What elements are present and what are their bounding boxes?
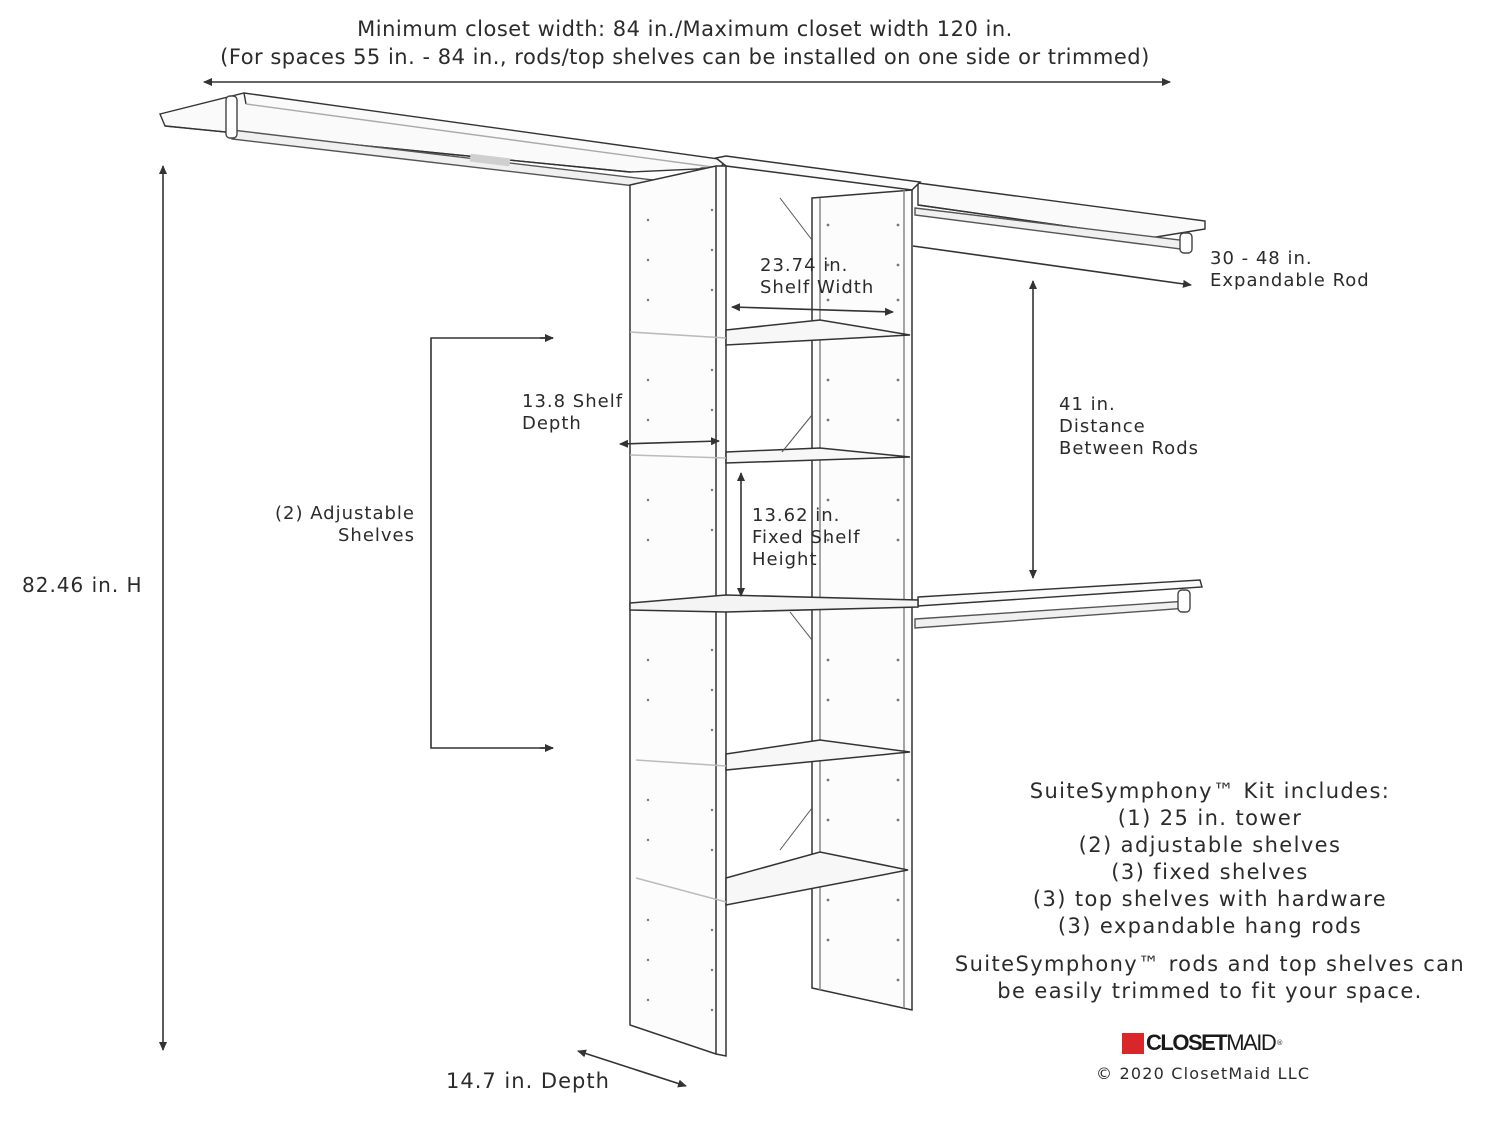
trim-note-line2: be easily trimmed to fit your space. — [997, 979, 1423, 1003]
fixed-shelf-height-text1: Fixed Shelf — [752, 527, 861, 548]
shelf-depth-arrow — [619, 437, 720, 448]
rod-distance-text1: Distance — [1059, 416, 1146, 437]
expandable-rod-label: 30 - 48 in. Expandable Rod — [1210, 248, 1370, 292]
adjustable-shelves-label: (2) Adjustable Shelves — [260, 503, 415, 547]
kit-item: (1) 25 in. tower — [1117, 806, 1303, 830]
fixed-shelf-height-value: 13.62 in. — [752, 505, 841, 526]
logo-red-square-icon — [1122, 1032, 1144, 1054]
shelf-width-arrow — [731, 303, 894, 316]
logo-word-light: MAID — [1226, 1030, 1277, 1055]
logo-word-bold: CLOSET — [1146, 1030, 1228, 1055]
trim-note: SuiteSymphony™ rods and top shelves can … — [950, 951, 1470, 1005]
expandable-rod-arrow — [912, 245, 1192, 288]
kit-item: (3) top shelves with hardware — [1032, 887, 1388, 911]
fixed-shelf-height-label: 13.62 in. Fixed Shelf Height — [752, 505, 861, 571]
left-top-shelf — [159, 92, 728, 197]
kit-item: (3) fixed shelves — [1111, 860, 1309, 884]
shelf-depth-text: Depth — [522, 413, 582, 434]
closet-width-note: (For spaces 55 in. - 84 in., rods/top sh… — [220, 45, 1150, 69]
kit-item: (2) adjustable shelves — [1078, 833, 1342, 857]
trim-note-line1: SuiteSymphony™ rods and top shelves can — [954, 952, 1466, 976]
tower-depth-arrow — [577, 1049, 687, 1088]
right-lower-shelf — [914, 579, 1203, 629]
adjustable-shelves-line2: Shelves — [337, 525, 415, 546]
kit-item: (3) expandable hang rods — [1057, 914, 1363, 938]
shelf-depth-value: 13.8 Shelf — [522, 391, 624, 412]
shelf-width-value: 23.74 in. — [760, 255, 849, 276]
shelf-width-text: Shelf Width — [760, 277, 875, 298]
peg-holes — [646, 208, 900, 1012]
adjustable-shelves-bracket — [430, 334, 554, 752]
tower — [629, 155, 922, 1057]
closet-width-title: Minimum closet width: 84 in./Maximum clo… — [357, 17, 1013, 41]
shelf-width-label: 23.74 in. Shelf Width — [760, 255, 874, 299]
closetmaid-logo: CLOSET MAID ® — [1122, 1030, 1284, 1055]
right-top-shelf — [914, 182, 1206, 254]
copyright: © 2020 ClosetMaid LLC — [1096, 1064, 1311, 1083]
fixed-shelf-height-text2: Height — [752, 549, 818, 570]
height-label: 82.46 in. H — [22, 573, 143, 597]
expandable-rod-text: Expandable Rod — [1210, 270, 1370, 291]
kit-contents: SuiteSymphony™ Kit includes: (1) 25 in. … — [950, 778, 1470, 940]
expandable-rod-value: 30 - 48 in. — [1210, 248, 1313, 269]
shelf-depth-label: 13.8 Shelf Depth — [522, 391, 623, 435]
rod-distance-label: 41 in. Distance Between Rods — [1059, 394, 1199, 460]
registered-mark: ® — [1276, 1039, 1284, 1047]
tower-depth-label: 14.7 in. Depth — [446, 1069, 610, 1093]
kit-title: SuiteSymphony™ Kit includes: — [1029, 779, 1391, 803]
adjustable-shelves-line1: (2) Adjustable — [274, 503, 415, 524]
rod-distance-value: 41 in. — [1059, 394, 1116, 415]
rod-distance-text2: Between Rods — [1059, 438, 1199, 459]
